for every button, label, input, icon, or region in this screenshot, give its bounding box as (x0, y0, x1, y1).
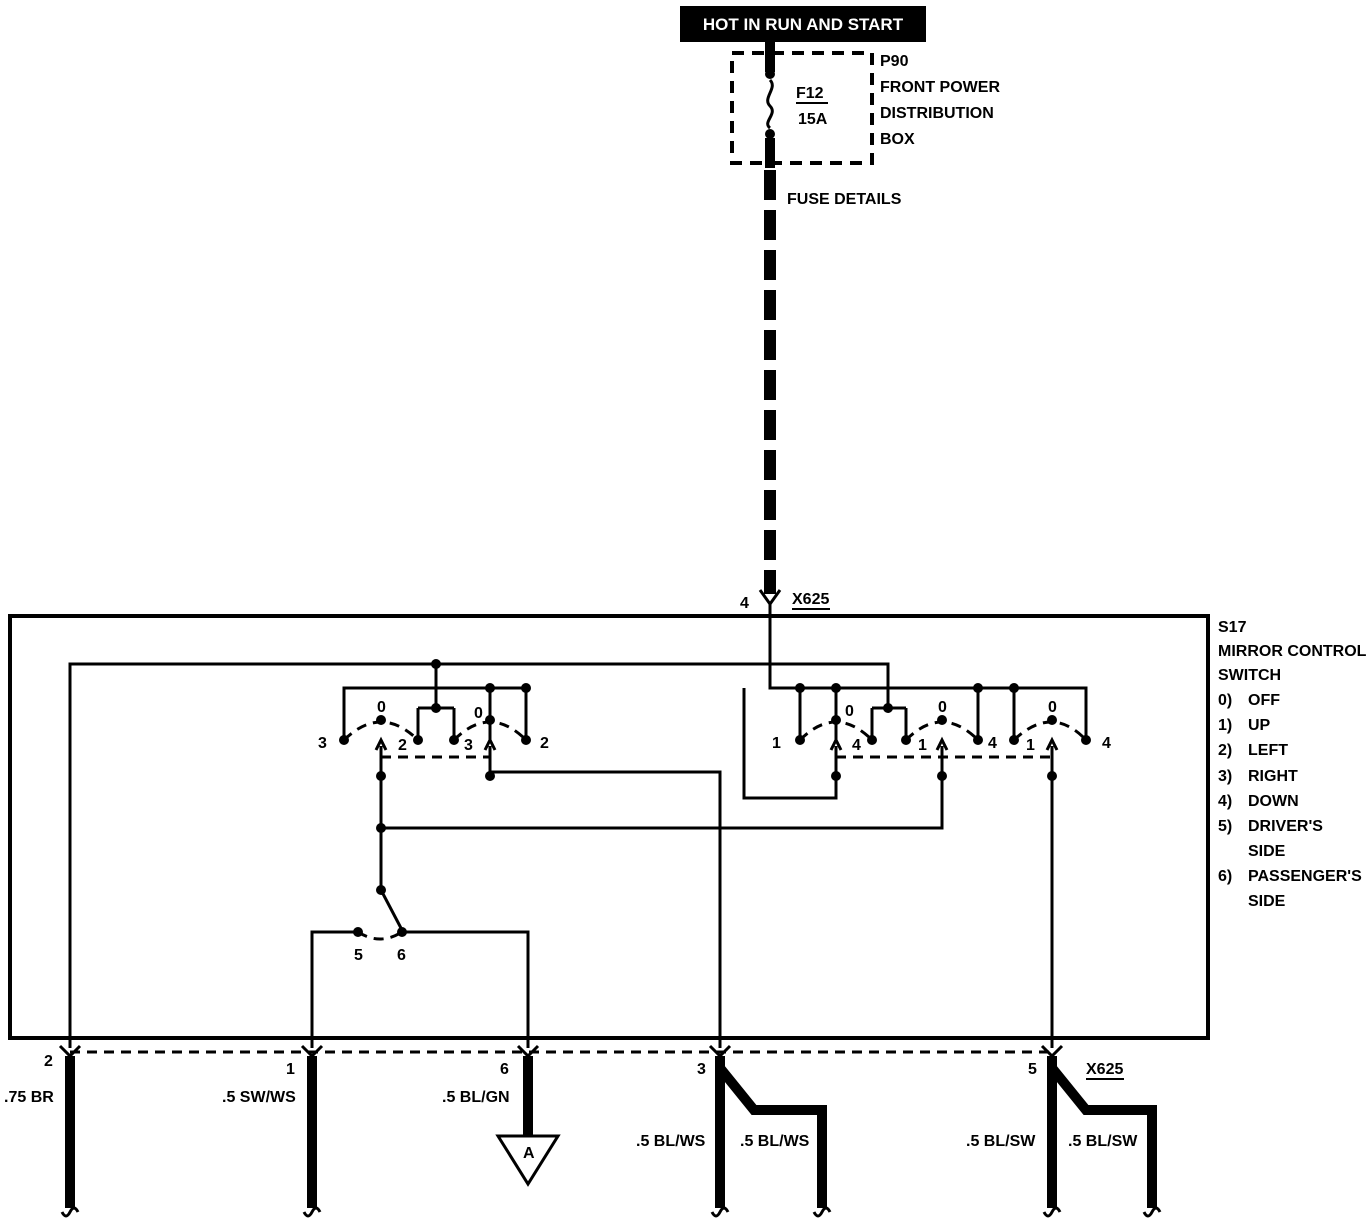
fuse-details-label: FUSE DETAILS (787, 191, 902, 208)
svg-text:0: 0 (938, 699, 947, 716)
internal-wiring (68, 604, 1088, 1048)
svg-text:2: 2 (398, 737, 407, 754)
switch-housing (8, 614, 1210, 1040)
power-label-box (680, 6, 926, 42)
switch-id: S17 (1218, 619, 1247, 636)
svg-text:5): 5) (1218, 818, 1232, 835)
fuse-box-name-1: FRONT POWER (880, 79, 1000, 96)
svg-text:DOWN: DOWN (1248, 793, 1299, 810)
contact-labels: 3 0 2 3 0 2 1 0 4 1 0 4 1 0 4 5 6 (318, 699, 1111, 964)
svg-text:4): 4) (1218, 793, 1232, 810)
svg-text:1: 1 (918, 737, 927, 754)
svg-text:.5 SW/WS: .5 SW/WS (222, 1089, 296, 1106)
switch-legend: 0) OFF 1) UP 2) LEFT 3) RIGHT 4) DOWN 5) DRIVE… (1218, 692, 1362, 910)
svg-text:6): 6) (1218, 868, 1232, 885)
svg-text:2: 2 (44, 1053, 53, 1070)
power-label: HOT IN RUN AND START (703, 15, 904, 34)
svg-text:UP: UP (1248, 717, 1271, 734)
svg-text:4: 4 (1102, 735, 1111, 752)
svg-text:.5 BL/WS: .5 BL/WS (740, 1133, 810, 1150)
svg-text:1): 1) (1218, 717, 1232, 734)
svg-text:RIGHT: RIGHT (1248, 768, 1298, 785)
svg-text:.5 BL/SW: .5 BL/SW (966, 1133, 1036, 1150)
wire-labels: .75 BR .5 SW/WS .5 BL/GN .5 BL/WS .5 BL/… (4, 1089, 1138, 1150)
contact-dots (339, 659, 1091, 937)
svg-text:0: 0 (845, 703, 854, 720)
connector-top-name: X625 (792, 591, 829, 608)
svg-text:SIDE: SIDE (1248, 893, 1286, 910)
svg-text:.75 BR: .75 BR (4, 1089, 54, 1106)
svg-text:3): 3) (1218, 768, 1232, 785)
svg-text:PASSENGER'S: PASSENGER'S (1248, 868, 1362, 885)
ground-ref-label: A (523, 1145, 535, 1162)
switch-name-2: SWITCH (1218, 667, 1281, 684)
svg-text:6: 6 (500, 1061, 509, 1078)
fuse-symbol (766, 78, 774, 130)
ground-ref-triangle (495, 1134, 561, 1187)
svg-text:2: 2 (540, 735, 549, 752)
svg-text:OFF: OFF (1248, 692, 1280, 709)
fuse-box-id: P90 (880, 53, 909, 70)
svg-text:4: 4 (852, 737, 861, 754)
svg-text:0): 0) (1218, 692, 1232, 709)
connector-top-pin: 4 (740, 595, 749, 612)
svg-text:.5 BL/GN: .5 BL/GN (442, 1089, 510, 1106)
svg-text:1: 1 (286, 1061, 295, 1078)
harness-wires (60, 1056, 1162, 1218)
fuse-box-name-3: BOX (880, 131, 915, 148)
fuse-box-outline (730, 51, 874, 165)
svg-text:0: 0 (1048, 699, 1057, 716)
svg-text:3: 3 (697, 1061, 706, 1078)
svg-text:.5 BL/WS: .5 BL/WS (636, 1133, 706, 1150)
fuse-rating: 15A (798, 111, 828, 128)
svg-text:LEFT: LEFT (1248, 742, 1288, 759)
svg-text:5: 5 (354, 947, 363, 964)
svg-text:4: 4 (988, 735, 997, 752)
svg-text:5: 5 (1028, 1061, 1037, 1078)
fuse-box-name-2: DISTRIBUTION (880, 105, 994, 122)
svg-text:3: 3 (464, 737, 473, 754)
svg-text:.5 BL/SW: .5 BL/SW (1068, 1133, 1138, 1150)
svg-text:3: 3 (318, 735, 327, 752)
connector-bottom-name: X625 (1086, 1061, 1123, 1078)
svg-text:SIDE: SIDE (1248, 843, 1286, 860)
svg-text:1: 1 (772, 735, 781, 752)
fuse-id: F12 (796, 85, 824, 102)
svg-text:1: 1 (1026, 737, 1035, 754)
svg-text:0: 0 (474, 705, 483, 722)
svg-text:6: 6 (397, 947, 406, 964)
svg-text:DRIVER'S: DRIVER'S (1248, 818, 1323, 835)
switch-name-1: MIRROR CONTROL (1218, 643, 1366, 660)
svg-text:0: 0 (377, 699, 386, 716)
svg-text:2): 2) (1218, 742, 1232, 759)
